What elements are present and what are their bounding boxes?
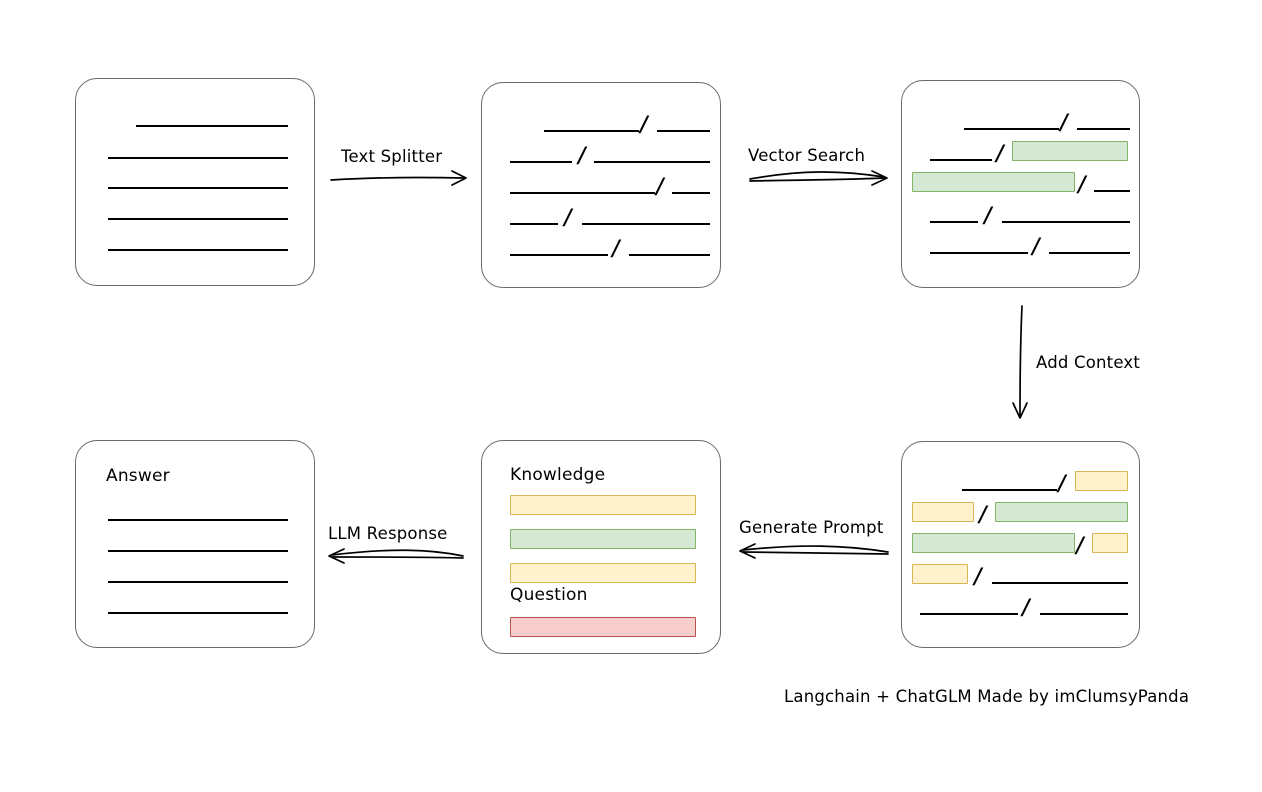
edge-label-text-splitter: Text Splitter <box>341 147 443 166</box>
text-line <box>108 187 288 189</box>
chunk-separator-slash: / <box>974 563 982 588</box>
chunk-line <box>992 582 1128 584</box>
chunk-line <box>1002 221 1130 223</box>
question-label: Question <box>510 585 588 605</box>
answer-line <box>108 612 288 614</box>
node-context-enriched-chunks[interactable]: / / / / / <box>901 441 1140 648</box>
chunk-line <box>657 130 710 132</box>
chunk-line <box>510 192 655 194</box>
text-line <box>108 218 288 220</box>
arrow-llm-response <box>328 548 464 564</box>
chunk-highlight-green <box>995 502 1128 522</box>
chunk-line <box>1077 128 1130 130</box>
chunk-separator-slash: / <box>984 202 992 227</box>
chunk-line <box>594 161 710 163</box>
question-chip-red <box>510 617 696 637</box>
text-line <box>108 157 288 159</box>
chunk-separator-slash: / <box>564 204 572 229</box>
chunk-line <box>510 161 572 163</box>
chunk-highlight-green <box>912 172 1075 192</box>
node-answer[interactable]: Answer <box>75 440 315 648</box>
chunk-highlight-green <box>1012 141 1128 161</box>
arrow-text-splitter <box>330 170 467 186</box>
chunk-line <box>962 489 1057 491</box>
chunk-line <box>930 252 1028 254</box>
answer-label: Answer <box>106 466 170 486</box>
chunk-separator-slash: / <box>656 173 664 198</box>
edge-label-generate-prompt: Generate Prompt <box>739 518 884 537</box>
chunk-highlight-yellow <box>912 564 968 584</box>
text-line <box>108 249 288 251</box>
chunk-separator-slash: / <box>979 501 987 526</box>
arrow-add-context <box>1012 305 1028 419</box>
arrow-vector-search <box>749 170 888 186</box>
chunk-separator-slash: / <box>640 111 648 136</box>
chunk-line <box>629 254 710 256</box>
chunk-highlight-yellow <box>1075 471 1128 491</box>
chunk-highlight-yellow <box>1092 533 1128 553</box>
chunk-line <box>672 192 710 194</box>
chunk-highlight-yellow <box>912 502 974 522</box>
chunk-line <box>964 128 1059 130</box>
knowledge-chip-yellow <box>510 495 696 515</box>
answer-line <box>108 581 288 583</box>
chunk-line <box>930 159 992 161</box>
chunk-line <box>930 221 978 223</box>
knowledge-chip-yellow <box>510 563 696 583</box>
chunk-separator-slash: / <box>578 142 586 167</box>
chunk-separator-slash: / <box>1058 470 1066 495</box>
text-line <box>136 125 288 127</box>
answer-line <box>108 519 288 521</box>
arrow-generate-prompt <box>739 543 889 559</box>
chunk-line <box>510 223 558 225</box>
chunk-separator-slash: / <box>1060 109 1068 134</box>
node-vector-matched-chunks[interactable]: / / / / / <box>901 80 1140 288</box>
node-source-document[interactable] <box>75 78 315 286</box>
edge-label-llm-response: LLM Response <box>328 524 448 543</box>
knowledge-label: Knowledge <box>510 465 606 485</box>
edge-label-vector-search: Vector Search <box>748 146 866 165</box>
node-prompt[interactable]: Knowledge Question <box>481 440 721 654</box>
chunk-separator-slash: / <box>1022 594 1030 619</box>
chunk-highlight-green <box>912 533 1075 553</box>
chunk-line <box>582 223 710 225</box>
chunk-separator-slash: / <box>1076 532 1084 557</box>
diagram-caption: Langchain + ChatGLM Made by imClumsyPand… <box>784 687 1190 706</box>
chunk-separator-slash: / <box>996 140 1004 165</box>
chunk-line <box>1049 252 1130 254</box>
node-split-chunks[interactable]: / / / / / <box>481 82 721 288</box>
chunk-line <box>1094 190 1130 192</box>
answer-line <box>108 550 288 552</box>
chunk-line <box>544 130 639 132</box>
chunk-separator-slash: / <box>1078 171 1086 196</box>
knowledge-chip-green <box>510 529 696 549</box>
chunk-line <box>1040 613 1128 615</box>
chunk-separator-slash: / <box>612 235 620 260</box>
chunk-line <box>510 254 608 256</box>
edge-label-add-context: Add Context <box>1036 353 1141 372</box>
chunk-line <box>920 613 1018 615</box>
chunk-separator-slash: / <box>1032 233 1040 258</box>
